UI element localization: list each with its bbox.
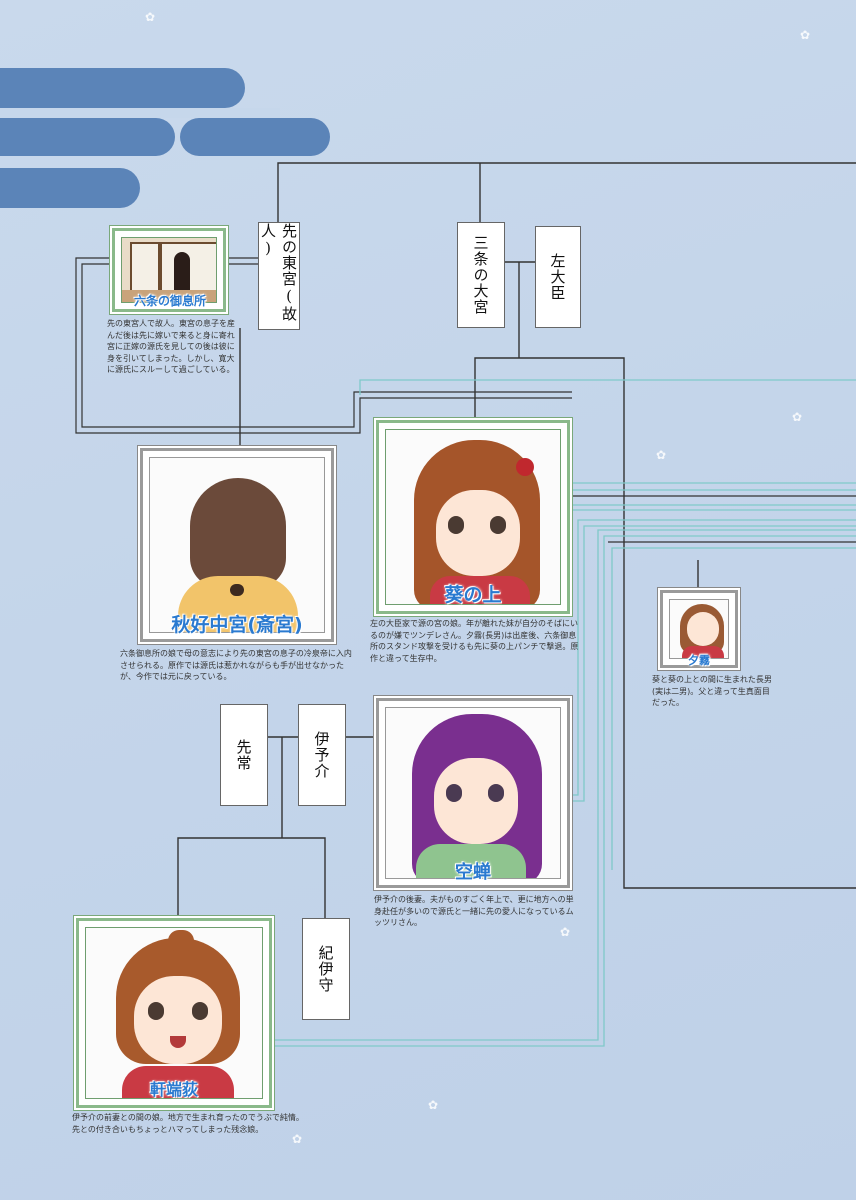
name-aoi: 葵の上	[444, 584, 502, 606]
room-pillar	[158, 242, 162, 292]
caption-rokujo: 先の東宮人で故人。東宮の息子を産んだ後は先に嫁いで来ると身に寄れ宮に正嫁の源氏を…	[107, 319, 235, 374]
room-screen	[130, 242, 216, 294]
face	[434, 758, 518, 844]
decorative-cloud-3	[0, 118, 175, 156]
eye-left	[446, 784, 462, 802]
hair-bun	[168, 930, 194, 952]
eye-right	[490, 516, 506, 534]
kimono	[122, 1066, 234, 1098]
caption-yugiri: 葵と葵の上との間に生まれた長男(実は二男)。父と違って生真面目だった。	[652, 675, 772, 707]
flower-icon: ✿	[656, 448, 667, 462]
face	[436, 490, 520, 576]
nameplate-iyonosuke: 伊予介	[298, 704, 346, 806]
portrait-yugiri	[660, 590, 738, 668]
flower-icon: ✿	[560, 925, 571, 939]
name-rokujo: 六条の御息所	[133, 294, 206, 308]
nameplate-sanjo: 三条の大宮	[457, 222, 505, 328]
face	[687, 612, 719, 646]
mouth	[170, 1036, 186, 1048]
hair-back	[190, 478, 286, 588]
nameplate-sakino-togu: 先の東宮(故人)	[258, 222, 300, 330]
name-utsusemi: 空蝉	[455, 862, 491, 883]
eye-right	[192, 1002, 208, 1020]
eye-left	[148, 1002, 164, 1020]
flower-icon: ✿	[792, 410, 803, 424]
caption-utsusemi: 伊予介の後妻。夫がものすごく年上で、更に地方への単身赴任が多いので源氏と一緒に先…	[374, 895, 574, 927]
hair-ornament	[516, 458, 534, 476]
flower-icon: ✿	[428, 1098, 439, 1112]
kimono	[430, 576, 530, 604]
portrait-nokiba	[76, 918, 272, 1108]
decorative-cloud-1	[0, 68, 245, 108]
portrait-utsusemi	[376, 698, 570, 888]
seated-figure	[174, 252, 190, 292]
nameplate-kinokami: 紀伊守	[302, 918, 350, 1020]
face	[134, 976, 222, 1064]
eye-right	[488, 784, 504, 802]
portrait-rokujo	[112, 228, 226, 312]
nameplate-sadaijin: 左大臣	[535, 226, 581, 328]
floor	[122, 290, 216, 302]
decorative-cloud-2	[180, 118, 330, 156]
caption-aoi: 左の大臣家で源の宮の娘。年が離れた妹が自分のそばにいるのが嫌でツンデレさん。夕霧…	[370, 619, 579, 663]
eye-left	[448, 516, 464, 534]
nameplate-sakinohitachi: 先常	[220, 704, 268, 806]
flower-icon: ✿	[292, 1132, 303, 1146]
caption-nokiba: 伊予介の前妻との間の娘。地方で生まれ育ったのでうぶで純情。先との付き合いもちょっ…	[72, 1113, 304, 1134]
name-yugiri: 夕霧	[688, 654, 710, 667]
flower-icon: ✿	[145, 10, 156, 24]
kimono	[682, 646, 724, 658]
portrait-aoi	[376, 420, 570, 614]
portrait-akikonomu	[140, 448, 334, 642]
decorative-cloud-4	[0, 168, 140, 208]
flower-icon: ✿	[800, 28, 811, 42]
kimono	[416, 844, 526, 878]
caption-akikonomu: 六条御息所の娘で母の意志により先の東宮の息子の冷泉帝に入内させられる。原作では源…	[120, 649, 352, 681]
decorative-band	[0, 108, 280, 118]
name-akikonomu: 秋好中宮(斎宮)	[171, 614, 303, 636]
hair-tie	[230, 584, 244, 596]
name-nokiba: 軒端荻	[149, 1080, 198, 1099]
